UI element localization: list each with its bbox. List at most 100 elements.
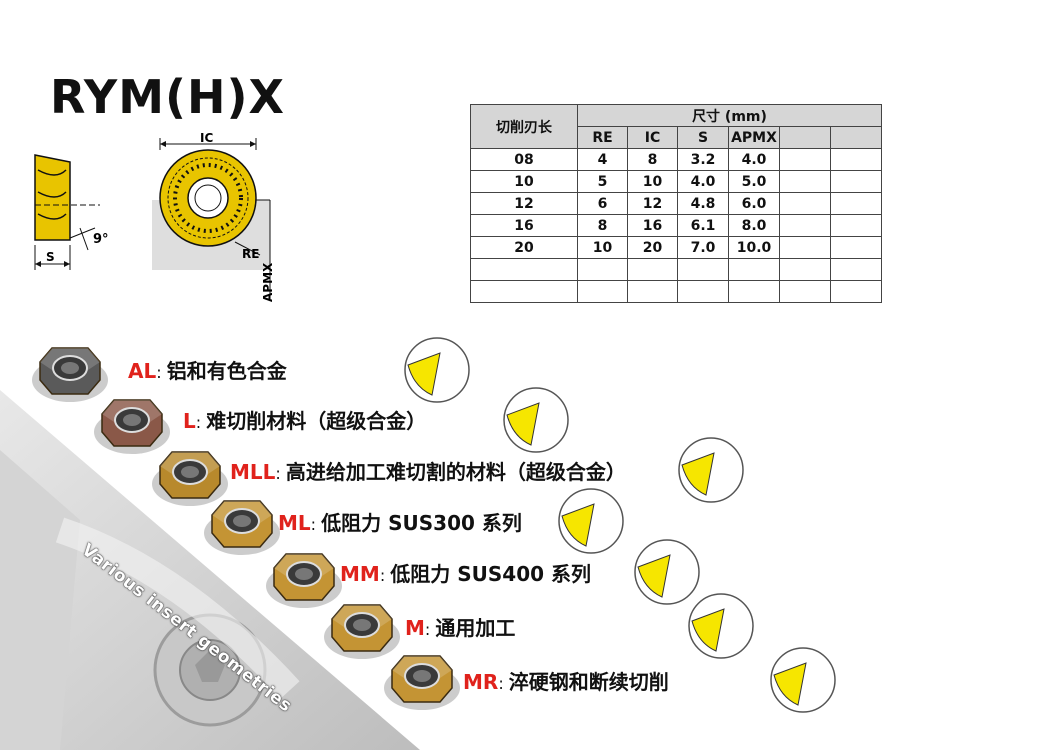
dimension-cell: 10 bbox=[627, 170, 678, 193]
dimension-cell: 20 bbox=[627, 236, 678, 259]
geometry-code: MLL bbox=[230, 460, 276, 484]
geometry-code: MR bbox=[463, 670, 499, 694]
edge-profile-icon bbox=[503, 387, 569, 453]
dimension-cell bbox=[728, 258, 780, 281]
dimension-cell: 6 bbox=[577, 192, 628, 215]
dimension-cell: 4.0 bbox=[677, 170, 729, 193]
edge-length-cell: 12 bbox=[470, 192, 578, 215]
angle-label: 9° bbox=[93, 232, 109, 247]
dimension-cell: 7.0 bbox=[677, 236, 729, 259]
dimension-cell bbox=[779, 280, 831, 303]
edge-profile-icon bbox=[678, 437, 744, 503]
column-header: APMX bbox=[728, 126, 780, 149]
dimension-cell bbox=[830, 192, 882, 215]
cutter-background-image bbox=[0, 390, 420, 750]
dimension-cell bbox=[677, 280, 729, 303]
column-header: RE bbox=[577, 126, 628, 149]
edge-length-cell bbox=[470, 258, 578, 281]
dimension-cell bbox=[577, 280, 628, 303]
dimension-cell bbox=[830, 258, 882, 281]
ic-label: IC bbox=[200, 131, 213, 145]
re-label: RE bbox=[242, 247, 259, 261]
dimension-cell bbox=[830, 214, 882, 237]
dimension-cell: 4 bbox=[577, 148, 628, 171]
dimension-cell bbox=[779, 192, 831, 215]
column-header bbox=[830, 126, 882, 149]
insert-image bbox=[32, 347, 108, 402]
table-row bbox=[470, 280, 882, 303]
insert-image bbox=[94, 399, 170, 454]
dimension-cell: 4.0 bbox=[728, 148, 780, 171]
geometry-label: MM: 低阻力 SUS400 系列 bbox=[340, 558, 591, 587]
geometry-label: L: 难切削材料（超级合金） bbox=[183, 405, 426, 434]
dimension-cell: 5.0 bbox=[728, 170, 780, 193]
column-header bbox=[779, 126, 831, 149]
colon-separator: : bbox=[275, 464, 286, 483]
edge-profile-icon bbox=[770, 647, 836, 713]
colon-separator: : bbox=[195, 413, 207, 432]
dimension-cell bbox=[577, 258, 628, 281]
insert-image bbox=[204, 500, 280, 555]
colon-separator: : bbox=[310, 515, 322, 534]
column-header: IC bbox=[627, 126, 678, 149]
geometry-code: ML bbox=[278, 511, 311, 535]
dimension-cell: 8 bbox=[627, 148, 678, 171]
colon-separator: : bbox=[424, 620, 436, 639]
geometry-label: M: 通用加工 bbox=[405, 612, 515, 641]
insert-image bbox=[266, 553, 342, 608]
edge-profile-icon bbox=[404, 337, 470, 403]
insert-image bbox=[324, 604, 400, 659]
geometry-label: AL: 铝和有色合金 bbox=[128, 355, 287, 384]
dimension-cell: 3.2 bbox=[677, 148, 729, 171]
geometry-label: MLL: 高进给加工难切割的材料（超级合金） bbox=[230, 456, 626, 485]
edge-length-cell bbox=[470, 280, 578, 303]
dimension-cell: 4.8 bbox=[677, 192, 729, 215]
s-label: S bbox=[46, 250, 55, 264]
dimension-cell bbox=[627, 258, 678, 281]
edge-profile-icon bbox=[688, 593, 754, 659]
dimension-cell bbox=[779, 214, 831, 237]
geometry-description: 高进给加工难切割的材料（超级合金） bbox=[285, 460, 626, 484]
insert-top-view bbox=[152, 138, 271, 300]
dimension-cell bbox=[830, 170, 882, 193]
geometry-label: MR: 淬硬钢和断续切削 bbox=[463, 666, 669, 695]
header-dimensions: 尺寸 (mm) bbox=[577, 104, 882, 127]
product-title: RYM(H)X bbox=[50, 70, 286, 124]
dimension-cell: 5 bbox=[577, 170, 628, 193]
dimension-cell: 8 bbox=[577, 214, 628, 237]
geometry-code: M bbox=[405, 616, 425, 640]
dimension-cell bbox=[779, 148, 831, 171]
geometry-description: 铝和有色合金 bbox=[166, 359, 287, 383]
geometry-description: 低阻力 SUS300 系列 bbox=[321, 511, 522, 535]
dimension-cell bbox=[830, 236, 882, 259]
edge-profile-icon bbox=[634, 539, 700, 605]
edge-length-cell: 08 bbox=[470, 148, 578, 171]
dimension-cell bbox=[779, 236, 831, 259]
insert-image bbox=[384, 655, 460, 710]
dimension-cell bbox=[627, 280, 678, 303]
dimension-cell: 6.1 bbox=[677, 214, 729, 237]
colon-separator: : bbox=[498, 674, 509, 693]
dimension-cell bbox=[677, 258, 729, 281]
geometry-code: AL bbox=[128, 359, 157, 383]
geometry-description: 淬硬钢和断续切削 bbox=[508, 670, 669, 694]
dimension-cell bbox=[830, 280, 882, 303]
geometry-code: MM bbox=[340, 562, 380, 586]
table-row bbox=[470, 258, 882, 281]
column-header: S bbox=[677, 126, 729, 149]
dimension-cell: 6.0 bbox=[728, 192, 780, 215]
header-cutting-edge-length: 切削刃长 bbox=[470, 104, 578, 149]
insert-dimension-drawing: S 9° IC RE APMX bbox=[34, 131, 275, 302]
geometry-description: 低阻力 SUS400 系列 bbox=[390, 562, 592, 586]
dimension-cell: 10.0 bbox=[728, 236, 780, 259]
edge-length-cell: 20 bbox=[470, 236, 578, 259]
geometry-code: L bbox=[183, 409, 196, 433]
apmx-label: APMX bbox=[261, 262, 275, 302]
dimension-cell bbox=[779, 170, 831, 193]
insert-image bbox=[152, 451, 228, 506]
